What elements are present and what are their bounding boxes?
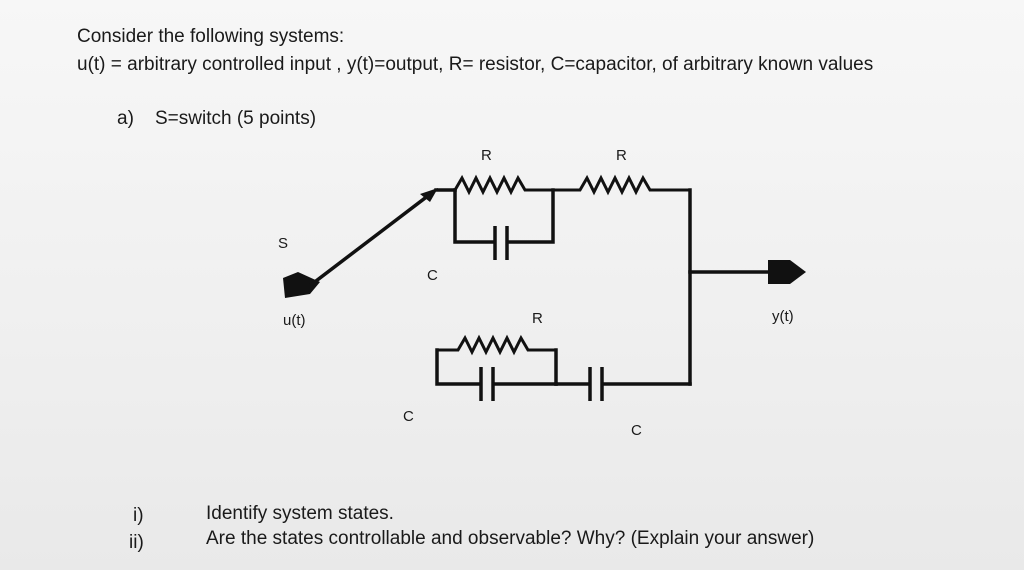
input-terminal xyxy=(283,272,320,298)
part-a-marker: a) xyxy=(117,108,134,129)
question-ii-marker: ii) xyxy=(129,532,144,553)
question-i-text: Identify system states. xyxy=(206,503,394,524)
resistor-bottom xyxy=(437,334,556,356)
resistor-top-right-label: R xyxy=(616,147,627,164)
resistor-bottom-label: R xyxy=(532,310,543,327)
switch-label: S xyxy=(278,235,289,252)
intro-line-1: Consider the following systems: xyxy=(77,26,345,47)
question-ii-text: Are the states controllable and observab… xyxy=(206,528,815,549)
switch-arm xyxy=(309,189,436,287)
cap-bottom-left-lead xyxy=(435,348,481,386)
intro-line-2: u(t) = arbitrary controlled input , y(t)… xyxy=(77,54,874,75)
input-label: u(t) xyxy=(283,312,306,329)
switch-contact-arrow xyxy=(420,188,438,202)
capacitor-top-label: C xyxy=(427,267,438,284)
capacitor-bottom-right-label: C xyxy=(631,422,642,439)
resistor-top-left-label: R xyxy=(481,147,492,164)
cap-top-right-lead xyxy=(507,188,555,244)
capacitor-bottom-left-label: C xyxy=(403,408,414,425)
question-i-marker: i) xyxy=(133,505,144,526)
output-terminal xyxy=(768,260,806,284)
cap-top-left-lead xyxy=(453,188,495,244)
part-a-title: S=switch (5 points) xyxy=(155,108,317,129)
output-label: y(t) xyxy=(772,308,794,325)
resistor-top-left xyxy=(453,174,555,196)
resistor-top-right xyxy=(555,174,690,196)
